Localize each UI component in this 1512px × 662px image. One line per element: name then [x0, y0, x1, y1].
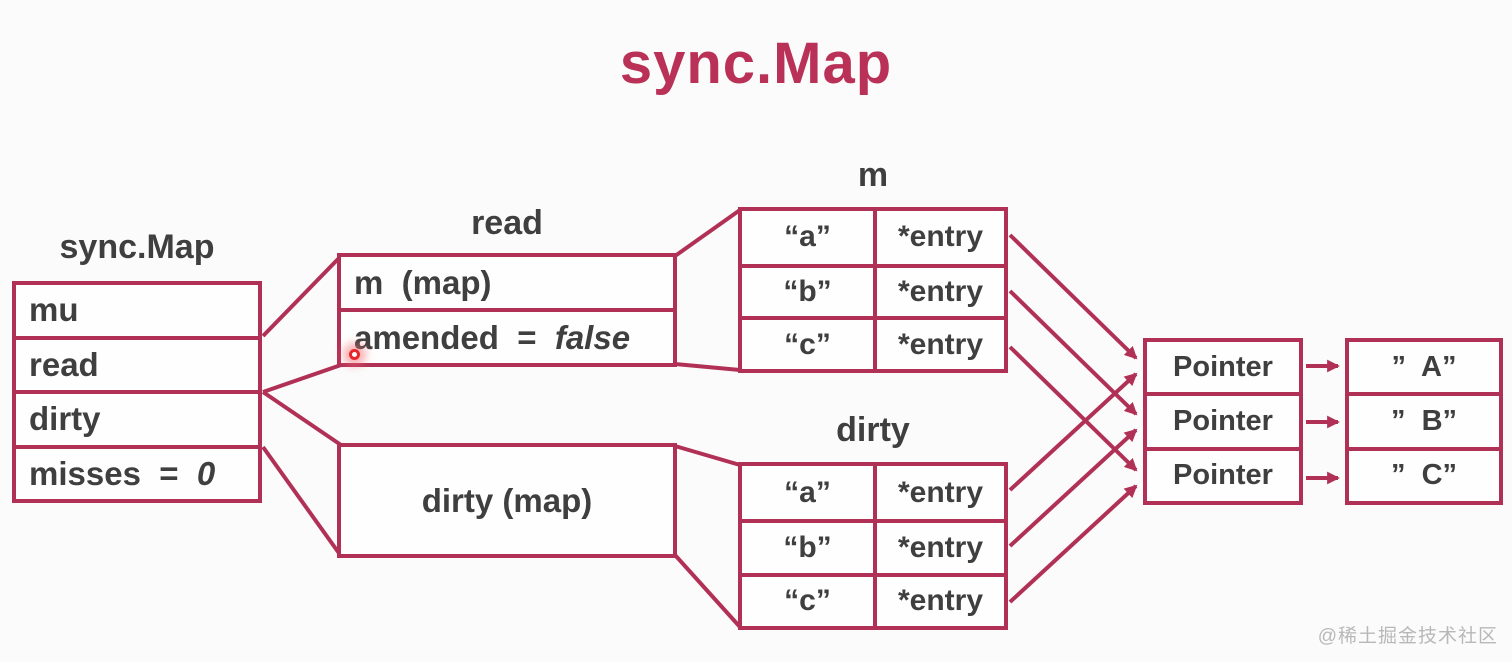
laser-pointer-dot: [349, 349, 360, 360]
struct-box: mu read dirty misses = 0: [12, 281, 262, 503]
struct-box-label: sync.Map: [59, 228, 215, 266]
value-b: ” B”: [1349, 392, 1499, 446]
m-key-a: “a”: [784, 220, 831, 254]
line-dirty-top: [261, 390, 343, 447]
field-m-map: m (map): [354, 263, 492, 301]
field-read: read: [16, 335, 258, 391]
arrow-dirty-b-pointer: [1008, 428, 1138, 548]
m-key-b: “b”: [742, 263, 873, 317]
line-read-top: [261, 254, 343, 338]
line-m-bottom: [674, 362, 741, 372]
pointer-c: Pointer: [1147, 446, 1299, 501]
watermark: @稀土掘金技术社区: [1317, 626, 1498, 647]
arrow-m-b-pointer: [1008, 289, 1138, 416]
m-entry-a: *entry: [873, 211, 1004, 264]
dirty-entry-a: *entry: [873, 466, 1004, 520]
line-dirtytable-bottom: [673, 553, 742, 629]
m-key-c: “c”: [742, 316, 873, 369]
pointer-a: Pointer: [1173, 350, 1273, 383]
line-m-top: [673, 208, 742, 258]
read-box: m (map) amended = false: [337, 253, 677, 367]
dirty-key-a: “a”: [784, 475, 831, 509]
m-table-label: m: [857, 156, 889, 194]
dirty-key-c: “c”: [742, 572, 873, 626]
arrow-dirty-c-pointer: [1008, 484, 1138, 604]
m-entry-c: *entry: [873, 316, 1004, 369]
dirty-map-label: dirty (map): [421, 481, 593, 519]
field-dirty: dirty: [16, 390, 258, 445]
value-stack: ” A” ” B” ” C”: [1345, 338, 1503, 505]
dirty-table: “a” *entry “b” *entry “c” *entry: [738, 462, 1008, 630]
field-amended: amended = false: [341, 308, 673, 363]
m-entry-b: *entry: [873, 263, 1004, 317]
misses-value: 0: [196, 454, 216, 492]
page-title: sync.Map: [619, 31, 893, 96]
line-dirty-bottom: [261, 445, 343, 558]
read-box-label: read: [471, 204, 543, 242]
dirty-entry-c: *entry: [873, 572, 1004, 626]
m-table: “a” *entry “b” *entry “c” *entry: [738, 207, 1008, 373]
dirty-map-box: dirty (map): [337, 443, 677, 558]
value-c: ” C”: [1349, 446, 1499, 501]
pointer-stack: Pointer Pointer Pointer: [1143, 338, 1303, 505]
amended-value: false: [554, 318, 631, 356]
field-mu: mu: [29, 291, 79, 329]
pointer-b: Pointer: [1147, 392, 1299, 446]
line-read-bottom: [262, 363, 342, 394]
arrow-m-c-pointer: [1008, 345, 1138, 472]
line-dirtytable-top: [674, 444, 741, 467]
arrow-dirty-a-pointer: [1008, 372, 1138, 492]
value-a: ” A”: [1391, 350, 1457, 383]
dirty-entry-b: *entry: [873, 519, 1004, 573]
dirty-key-b: “b”: [742, 519, 873, 572]
field-misses: misses = 0: [16, 444, 258, 500]
arrow-m-a-pointer: [1008, 233, 1138, 360]
dirty-table-label: dirty: [836, 411, 910, 449]
